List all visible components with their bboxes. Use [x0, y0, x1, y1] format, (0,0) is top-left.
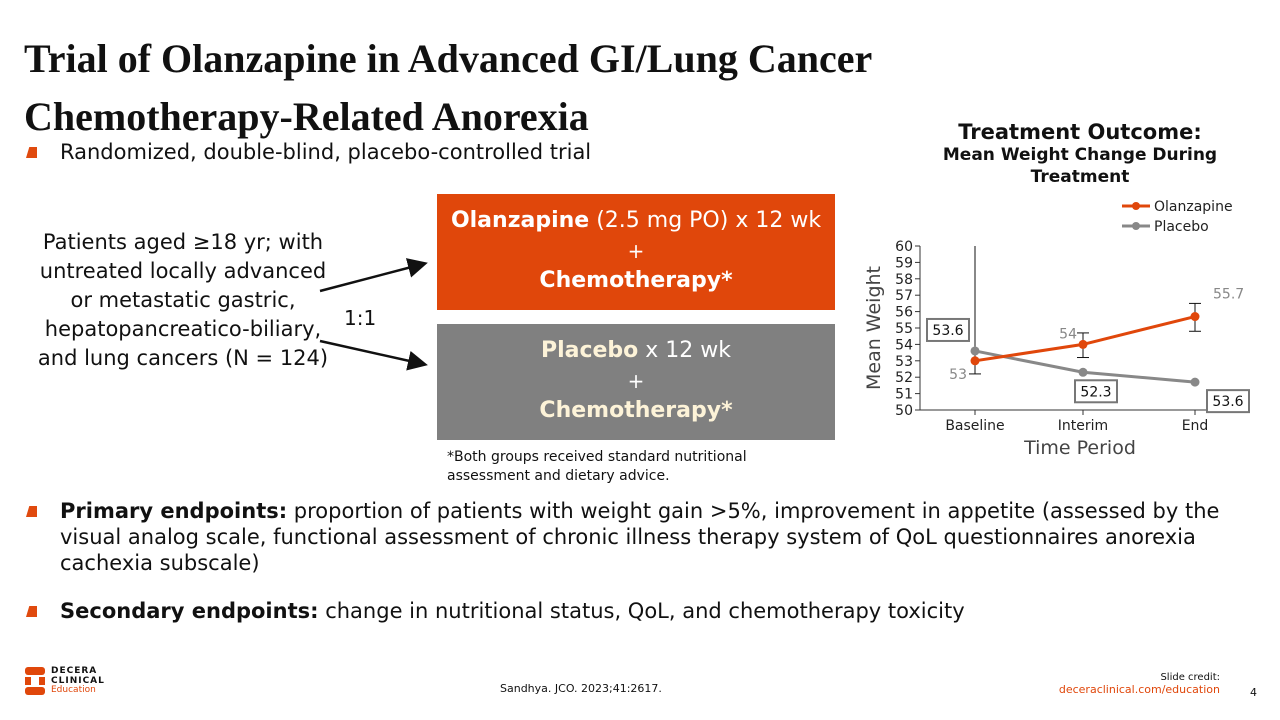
data-label-box: [1206, 389, 1250, 414]
legend-label: Placebo: [1154, 219, 1209, 235]
chart-title: Treatment Outcome:: [958, 120, 1202, 144]
y-tick-label: 55: [895, 321, 913, 337]
x-tick-label: Baseline: [945, 418, 1004, 434]
arm-dose: (2.5 mg PO) x 12 wk: [589, 208, 822, 233]
data-label-box: [1074, 379, 1118, 404]
data-label: 53.6: [1212, 394, 1243, 410]
y-tick-label: 50: [895, 403, 913, 419]
bullet-primary: Primary endpoints: proportion of patient…: [24, 498, 1264, 576]
chart-subtitle: Mean Weight Change During Treatment: [942, 145, 1218, 187]
y-tick-label: 56: [895, 305, 913, 321]
arm-chemo: Chemotherapy*: [539, 268, 733, 293]
y-tick-label: 52: [895, 370, 913, 386]
primary-text: proportion of patients with weight gain …: [60, 499, 1220, 575]
series-line-olanzapine: [974, 315, 1196, 363]
data-point: [970, 356, 980, 366]
arm-drug: Placebo: [540, 338, 639, 363]
y-tick-label: 60: [895, 239, 913, 255]
y-tick-label: 57: [895, 288, 913, 304]
y-tick-label: 53: [895, 354, 913, 370]
title-line-1: Trial of Olanzapine in Advanced GI/Lung …: [24, 36, 873, 81]
y-tick-label: 58: [895, 272, 913, 288]
data-label-box: [926, 317, 970, 342]
title-line-2: Chemotherapy-Related Anorexia: [24, 94, 589, 139]
footnote: *Both groups received standard nutrition…: [447, 449, 747, 484]
data-label: 53: [949, 367, 967, 383]
logo-mark-icon: [25, 667, 45, 695]
credit-url[interactable]: deceraclinical.com/education: [1058, 683, 1220, 696]
chart-title-block: Treatment Outcome: Mean Weight Change Du…: [900, 120, 1260, 188]
arm-plus: +: [627, 239, 645, 263]
x-axis-label: Time Period: [1023, 437, 1136, 459]
primary-label: Primary endpoints:: [60, 499, 288, 523]
y-axis-label: Mean Weight: [863, 266, 885, 390]
x-tick-label: End: [1182, 418, 1209, 434]
x-tick-label: Interim: [1058, 418, 1108, 434]
citation: Sandhya. JCO. 2023;41:2617.: [500, 682, 662, 695]
bullet-secondary: Secondary endpoints: change in nutrition…: [24, 598, 965, 624]
bullet-design: Randomized, double-blind, placebo-contro…: [24, 139, 591, 165]
y-tick-label: 54: [895, 337, 913, 353]
data-label: 55.7: [1213, 287, 1244, 303]
arrow-to-placebo: [319, 339, 428, 371]
secondary-label: Secondary endpoints:: [60, 599, 319, 623]
arrow-to-olanzapine: [319, 258, 428, 293]
data-point: [1190, 312, 1200, 322]
arm-dose: x 12 wk: [638, 338, 732, 363]
arrows: [319, 258, 428, 371]
data-point: [1078, 367, 1088, 377]
legend-label: Olanzapine: [1154, 199, 1233, 215]
slide-title: Trial of Olanzapine in Advanced GI/Lung …: [24, 30, 872, 146]
legend-marker: [1132, 202, 1140, 210]
arm-chemo: Chemotherapy*: [539, 398, 733, 423]
randomization-ratio: 1:1: [344, 306, 377, 330]
data-label: 54: [1059, 326, 1077, 342]
data-label: 53.6: [932, 323, 963, 339]
y-tick-label: 59: [895, 255, 913, 271]
arm-plus: +: [627, 369, 645, 393]
data-label: 52.3: [1080, 384, 1111, 400]
placebo-arm-box: Placebo x 12 wk + Chemotherapy*: [437, 324, 835, 440]
credit-label: Slide credit:: [1160, 672, 1220, 683]
slide-credit: Slide credit:deceraclinical.com/educatio…: [1059, 672, 1220, 696]
arm-drug: Olanzapine: [450, 208, 590, 233]
y-tick-label: 51: [895, 387, 913, 403]
olanzapine-arm-box: Olanzapine (2.5 mg PO) x 12 wk + Chemoth…: [437, 194, 835, 310]
data-point: [1078, 339, 1088, 349]
legend-marker: [1132, 222, 1140, 230]
data-point: [1190, 377, 1200, 387]
patients-text: Patients aged ≥18 yr; with untreated loc…: [37, 230, 329, 370]
secondary-text: change in nutritional status, QoL, and c…: [318, 599, 965, 623]
page-number: 4: [1250, 686, 1257, 699]
data-point: [970, 346, 980, 356]
